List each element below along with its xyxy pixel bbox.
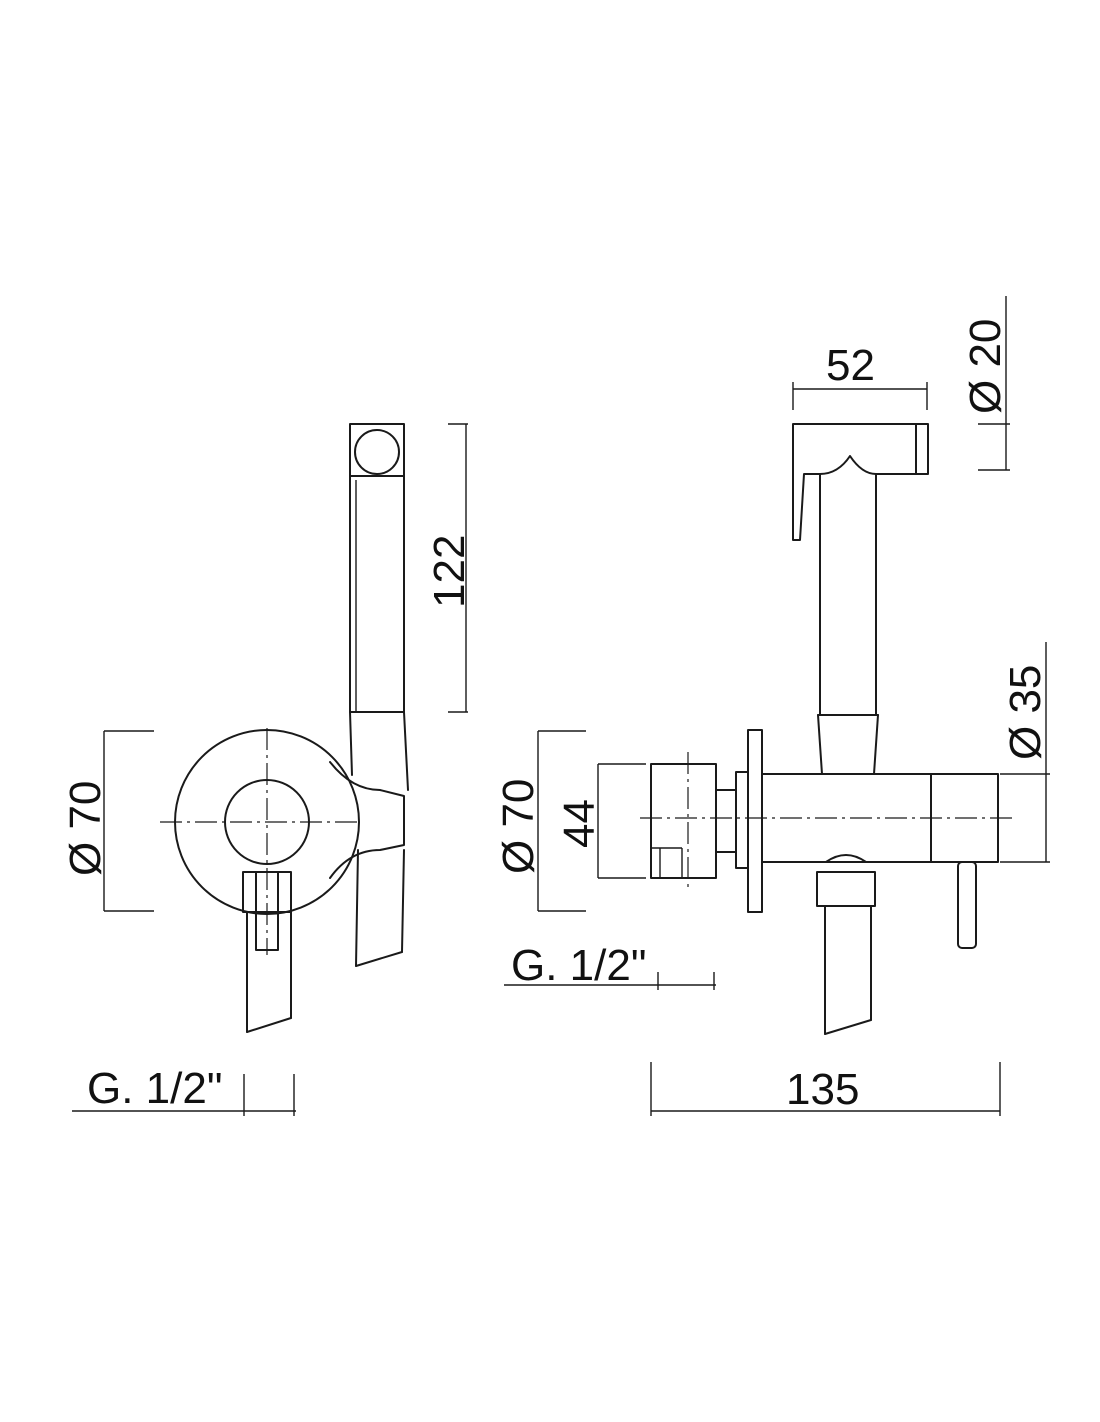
side-spindle bbox=[715, 789, 737, 853]
body-diameter-label: Ø 35 bbox=[1001, 665, 1050, 760]
side-flange-plate bbox=[747, 729, 763, 913]
sprayer-diameter-label: Ø 20 bbox=[961, 319, 1010, 414]
side-outlet-cap bbox=[825, 854, 867, 863]
side-hose-cut bbox=[824, 1019, 872, 1035]
side-cartridge bbox=[735, 771, 749, 869]
total-depth-label: 135 bbox=[786, 1065, 859, 1114]
side-view: 52 Ø 20 Ø 35 Ø 70 44 G. 1/2" 135 bbox=[494, 296, 1050, 1116]
front-sprayer-nozzle bbox=[354, 429, 400, 475]
front-holder-arm bbox=[329, 761, 405, 879]
side-thread-label: G. 1/2" bbox=[511, 941, 646, 990]
front-hose-cut bbox=[246, 1017, 292, 1033]
side-knob bbox=[650, 763, 717, 879]
front-sprayer-head bbox=[349, 423, 405, 477]
front-sprayer-neck bbox=[349, 711, 409, 791]
front-diameter-label: Ø 70 bbox=[61, 781, 110, 876]
side-outlet-nut bbox=[816, 871, 876, 907]
side-holder-neck bbox=[817, 714, 879, 775]
front-hose2-left bbox=[355, 849, 359, 967]
sprayer-length-label: 52 bbox=[826, 341, 875, 390]
side-sprayer-head bbox=[792, 423, 929, 541]
front-view: Ø 70 122 G. 1/2" bbox=[61, 423, 474, 1116]
side-lever bbox=[957, 861, 977, 949]
front-lever bbox=[255, 871, 279, 951]
side-flange-diameter-label: Ø 70 bbox=[494, 779, 543, 874]
hose-length-label: 122 bbox=[425, 535, 474, 608]
side-body-height-label: 44 bbox=[555, 799, 604, 848]
front-thread-label: G. 1/2" bbox=[87, 1064, 222, 1113]
front-hose2-cut bbox=[355, 951, 403, 967]
front-hose2-right bbox=[401, 849, 405, 953]
